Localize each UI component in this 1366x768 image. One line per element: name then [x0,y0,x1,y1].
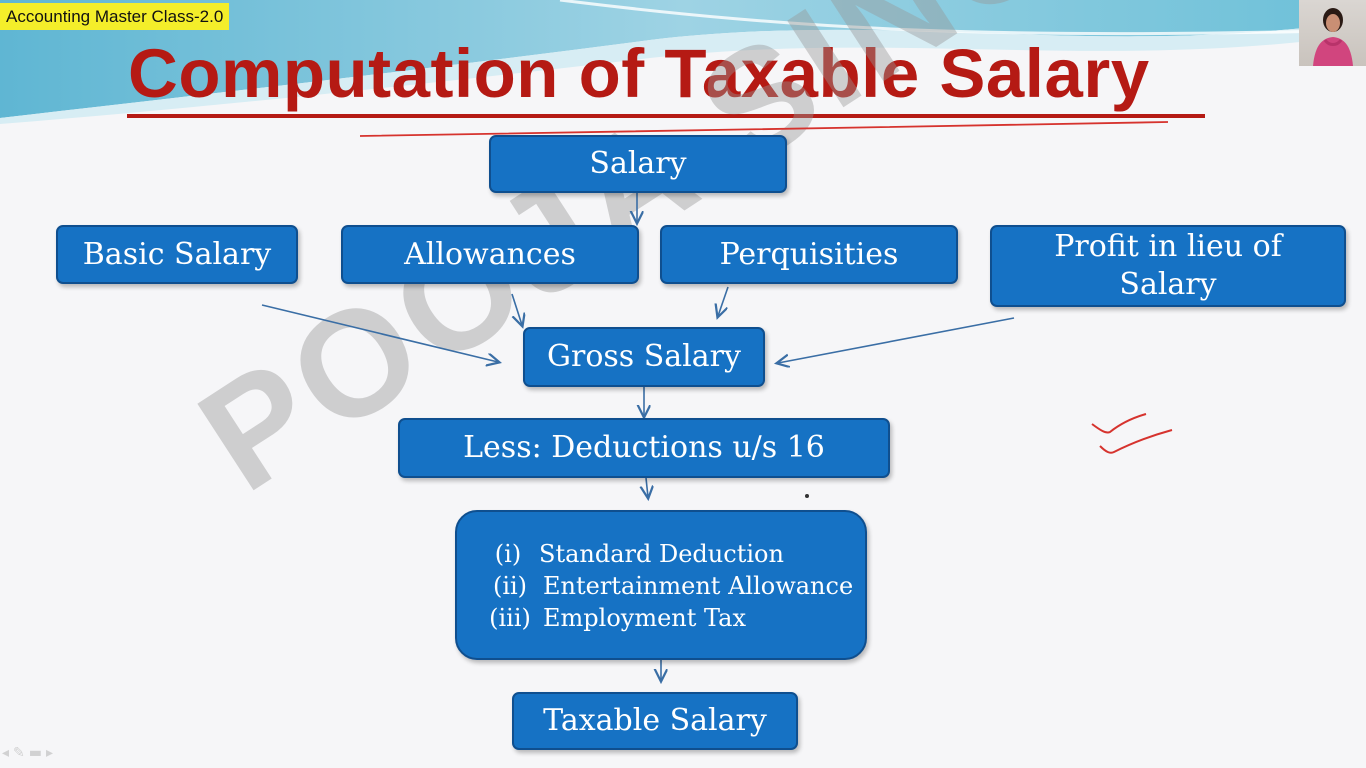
deduction-items-box: (i) Standard Deduction (ii) Entertainmen… [455,510,867,660]
slide-header-background [0,0,1366,124]
profit-in-lieu-of-salary-box: Profit in lieu of Salary [990,225,1346,307]
class-name-tag: Accounting Master Class-2.0 [0,3,230,30]
slide-player-controls[interactable]: ◂ ✎ ▬ ▸ [2,745,53,761]
previous-slide-icon[interactable]: ◂ [2,745,10,761]
next-slide-icon[interactable]: ▸ [46,745,54,761]
deductions-box: Less: Deductions u/s 16 [398,418,890,478]
allowances-box: Allowances [341,225,639,284]
deduction-item: (ii) Entertainment Allowance [477,570,853,602]
title-underline [127,114,1205,118]
presenter-avatar [1313,8,1353,66]
deduction-item-label: Employment Tax [543,604,747,632]
deduction-item-number: (i) [494,540,522,568]
deduction-item-number: (ii) [492,572,528,600]
slides-menu-icon[interactable]: ▬ [28,745,42,761]
slide-title: Computation of Taxable Salary [128,35,1150,112]
deduction-item: (iii) Employment Tax [477,602,746,634]
checkmark-annotation [1091,413,1147,434]
deduction-item: (i) Standard Deduction [477,538,784,570]
deduction-item-label: Standard Deduction [539,540,784,568]
deduction-item-number: (iii) [489,604,531,632]
gross-salary-box: Gross Salary [523,327,765,387]
perquisites-box: Perquisities [660,225,958,284]
basic-salary-box: Basic Salary [56,225,298,284]
taxable-salary-box: Taxable Salary [512,692,798,750]
salary-box: Salary [489,135,787,193]
presenter-webcam-thumbnail [1299,0,1366,66]
pen-tool-icon[interactable]: ✎ [13,745,25,761]
deduction-item-label: Entertainment Allowance [543,572,854,600]
